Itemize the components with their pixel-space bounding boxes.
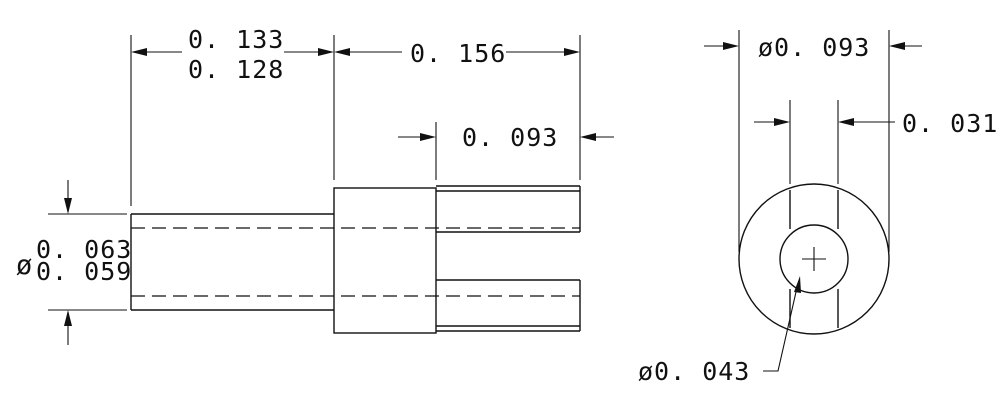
arrow-head xyxy=(580,133,596,141)
dimension-slot-width: 0. 031 xyxy=(754,109,998,138)
dim-slot-width-text: 0. 031 xyxy=(902,109,998,138)
arrow-head xyxy=(131,48,147,56)
arrow-head xyxy=(564,48,580,56)
end-view: ø0. 093 0. 031 ø0. 043 xyxy=(638,30,998,386)
dim-diameter-symbol: ø xyxy=(16,250,33,281)
arrow-head xyxy=(64,310,72,326)
outer-circle xyxy=(738,183,890,335)
shaft-outline xyxy=(130,213,334,311)
dim-shaft-dia-upper-text: 0. 063 xyxy=(36,235,132,264)
dim-end-dia-text: ø0. 093 xyxy=(758,33,870,62)
center-cross xyxy=(802,247,826,271)
dim-length-upper-text: 0. 133 xyxy=(188,25,284,54)
dimension-end-diameter: ø0. 093 xyxy=(704,33,922,62)
dimension-shaft-diameter: ø 0. 063 0. 059 xyxy=(16,180,132,345)
hidden-bore-lines xyxy=(131,227,580,297)
dim-right-length-text: 0. 156 xyxy=(410,39,506,68)
dim-hole-dia-text: ø0. 043 xyxy=(638,357,750,386)
dim-slot-depth-text: 0. 093 xyxy=(462,123,558,152)
dim-shaft-dia-lower-text: 0. 059 xyxy=(36,257,132,286)
slot-lines xyxy=(789,190,839,328)
arrow-head xyxy=(723,42,739,50)
arrow-head xyxy=(794,276,801,293)
arrow-head xyxy=(889,42,905,50)
arrow-head xyxy=(318,48,334,56)
arrow-head xyxy=(420,133,436,141)
dim-length-lower-text: 0. 128 xyxy=(188,55,284,84)
arrow-head xyxy=(838,118,854,126)
dimension-slot-depth: 0. 093 xyxy=(398,123,614,152)
end-extension-lines xyxy=(738,30,890,252)
side-view: 0. 133 0. 128 0. 156 0. 093 ø 0. 063 xyxy=(16,25,614,345)
extension-lines xyxy=(48,35,581,311)
leader-hole-diameter: ø0. 043 xyxy=(638,276,801,386)
slotted-prongs xyxy=(436,185,581,332)
dimension-length-0156: 0. 156 xyxy=(334,39,580,68)
dimension-length-0133: 0. 133 0. 128 xyxy=(131,25,334,84)
arrow-head xyxy=(334,48,350,56)
arrow-head xyxy=(774,118,790,126)
arrow-head xyxy=(64,198,72,214)
center-hole xyxy=(779,224,849,294)
collar-block xyxy=(333,187,437,334)
